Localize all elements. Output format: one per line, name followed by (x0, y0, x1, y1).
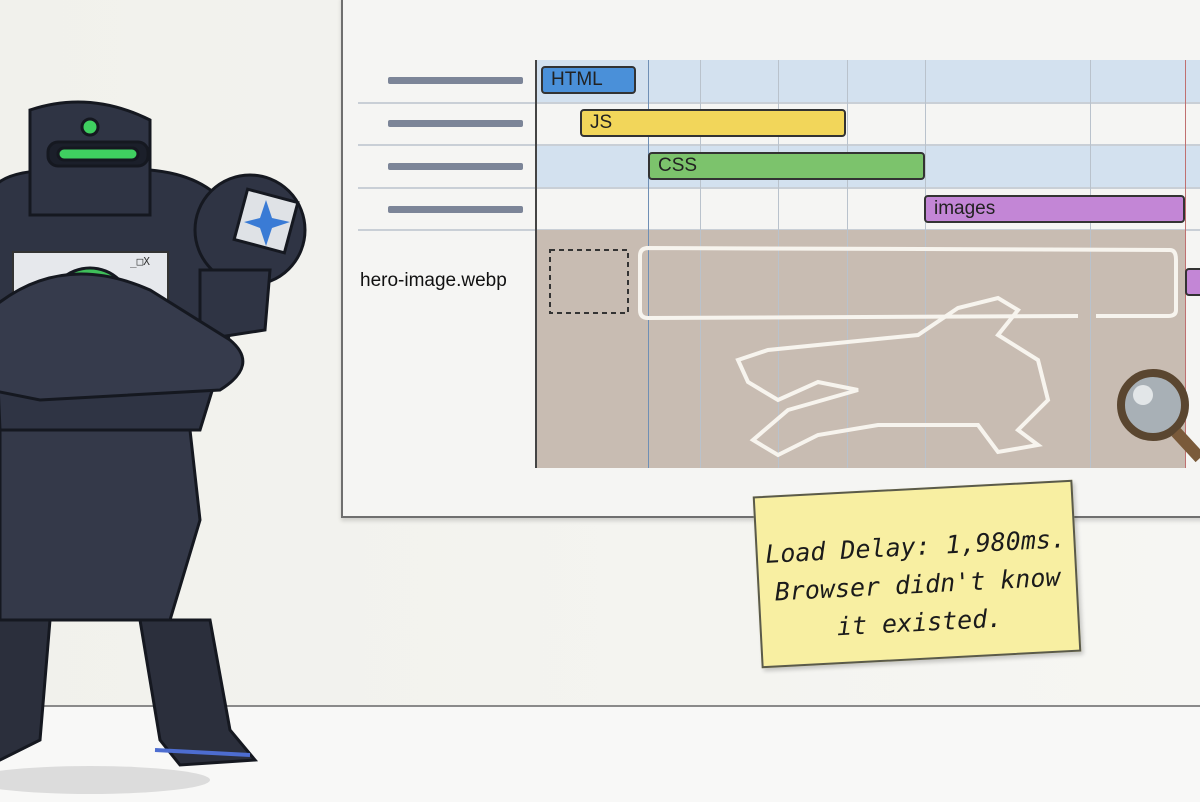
gridline (648, 60, 649, 468)
gridline (1185, 60, 1186, 468)
gridline (700, 60, 701, 468)
bar-images: images (924, 195, 1185, 223)
missing-image-placeholder (549, 249, 629, 314)
bar-css: CSS (648, 152, 925, 180)
sparkle-icon (244, 200, 290, 246)
bar-html: HTML (541, 66, 636, 94)
waterfall-row-js (358, 103, 1200, 146)
waterfall-row-html (358, 60, 1200, 104)
chest-window-controls: _□X (130, 255, 150, 268)
waterfall-chart: hero-image.webp HTML JS CSS images (358, 60, 1200, 468)
row-label-placeholder (388, 77, 523, 84)
magnifying-glass-icon (1117, 369, 1200, 463)
chalk-outline (549, 246, 1200, 463)
row-label-placeholder (388, 120, 523, 127)
row-label-placeholder (388, 206, 523, 213)
gridline (847, 60, 848, 468)
robot-mascot: _□X (0, 100, 307, 794)
hero-image-label: hero-image.webp (360, 270, 507, 291)
sticky-note: Load Delay: 1,980ms. Browser didn't know… (752, 479, 1082, 669)
gridline (1090, 60, 1091, 468)
row-label-placeholder (388, 163, 523, 170)
label-divider (535, 60, 537, 468)
gridline (925, 60, 926, 468)
bar-js: JS (580, 109, 846, 137)
gridline (778, 60, 779, 468)
bar-hero-image (1185, 268, 1200, 296)
